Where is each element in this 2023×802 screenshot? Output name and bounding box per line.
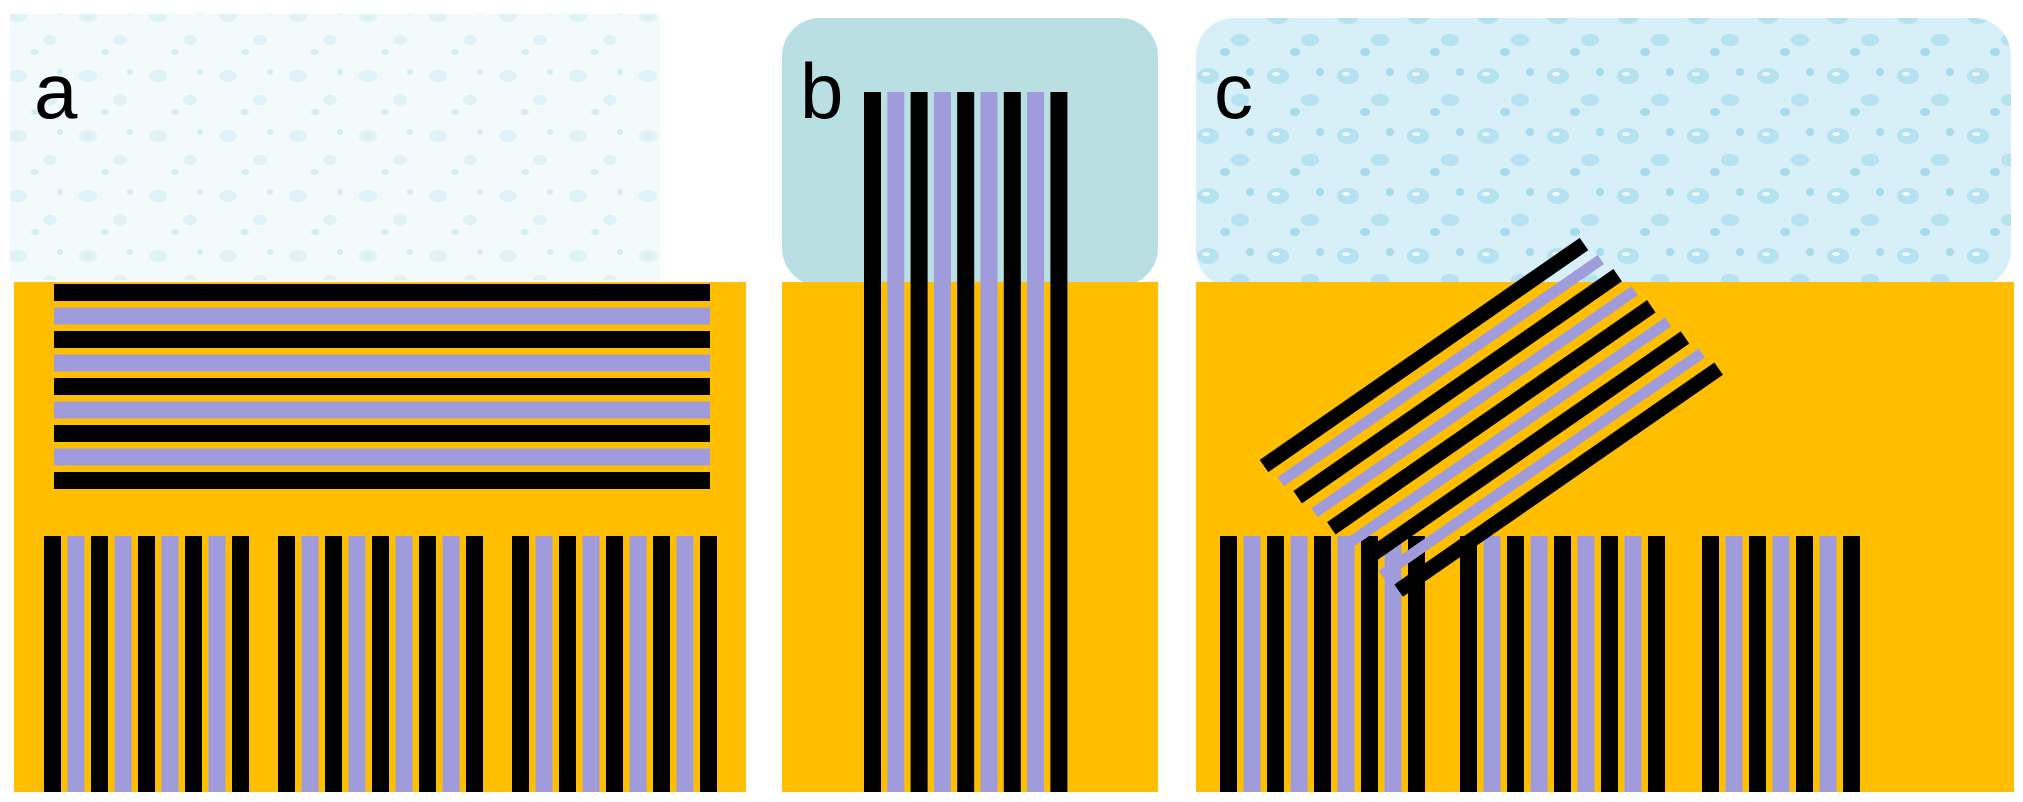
- black-layer: [910, 92, 928, 792]
- purple-layer: [980, 92, 998, 792]
- black-layer: [1796, 536, 1813, 792]
- vertical-lamellae: [1220, 536, 1860, 792]
- panel-label-a: a: [34, 47, 78, 135]
- black-layer: [54, 472, 710, 489]
- purple-layer: [933, 92, 951, 792]
- purple-layer: [1243, 536, 1261, 792]
- black-layer: [1702, 536, 1719, 792]
- black-layer: [419, 536, 436, 792]
- purple-layer: [301, 536, 319, 792]
- black-layer: [700, 536, 717, 792]
- black-layer: [91, 536, 108, 792]
- black-layer: [559, 536, 576, 792]
- black-layer: [1361, 536, 1378, 792]
- purple-layer: [629, 536, 647, 792]
- purple-layer: [1277, 255, 1604, 487]
- black-layer: [1293, 268, 1622, 504]
- purple-layer: [348, 536, 366, 792]
- black-layer: [54, 284, 710, 301]
- purple-layer: [1345, 317, 1672, 549]
- purple-layer: [1819, 536, 1837, 792]
- black-layer: [54, 378, 710, 395]
- black-layer: [1749, 536, 1766, 792]
- purple-layer: [1311, 286, 1638, 518]
- black-layer: [1408, 536, 1425, 792]
- panel-label-b: b: [800, 47, 843, 135]
- black-layer: [185, 536, 202, 792]
- purple-layer: [1378, 348, 1705, 580]
- black-layer: [1267, 536, 1284, 792]
- purple-layer: [114, 536, 132, 792]
- black-layer: [606, 536, 623, 792]
- purple-layer: [54, 307, 710, 325]
- black-layer: [138, 536, 155, 792]
- purple-layer: [887, 92, 905, 792]
- purple-layer: [161, 536, 179, 792]
- black-layer: [325, 536, 342, 792]
- purple-layer: [1530, 536, 1548, 792]
- purple-layer: [1290, 536, 1308, 792]
- purple-layer: [67, 536, 85, 792]
- purple-layer: [1384, 536, 1402, 792]
- vertical-lamellae: [44, 536, 717, 792]
- purple-layer: [1772, 536, 1790, 792]
- panel-b: b: [782, 18, 1158, 792]
- purple-layer: [54, 448, 710, 466]
- black-layer: [1460, 536, 1477, 792]
- black-layer: [1050, 92, 1068, 792]
- black-layer: [278, 536, 295, 792]
- purple-layer: [1624, 536, 1642, 792]
- purple-layer: [1027, 92, 1045, 792]
- black-layer: [957, 92, 975, 792]
- black-layer: [864, 92, 881, 792]
- purple-layer: [1483, 536, 1501, 792]
- black-layer: [1003, 92, 1021, 792]
- panel-label-c: c: [1214, 47, 1253, 135]
- black-layer: [1314, 536, 1331, 792]
- purple-layer: [208, 536, 226, 792]
- black-layer: [1843, 536, 1860, 792]
- purple-layer: [54, 354, 710, 372]
- black-layer: [1360, 331, 1690, 566]
- black-layer: [1648, 536, 1665, 792]
- black-layer: [54, 331, 710, 348]
- water-droplet-texture-icon: [10, 14, 660, 280]
- black-layer: [653, 536, 670, 792]
- tilted-lamellae: [1259, 237, 1723, 597]
- purple-layer: [442, 536, 460, 792]
- black-layer: [1394, 362, 1723, 597]
- black-layer: [512, 536, 529, 792]
- black-layer: [1327, 300, 1656, 535]
- purple-layer: [582, 536, 600, 792]
- horizontal-lamellae: [54, 284, 710, 489]
- purple-layer: [54, 401, 710, 419]
- purple-layer: [1725, 536, 1743, 792]
- black-layer: [232, 536, 249, 792]
- purple-layer: [1577, 536, 1595, 792]
- purple-layer: [1337, 536, 1355, 792]
- black-layer: [54, 425, 710, 442]
- black-layer: [1601, 536, 1618, 792]
- vertical-lamellae: [864, 92, 1068, 792]
- black-layer: [1259, 237, 1589, 473]
- black-layer: [1554, 536, 1571, 792]
- panel-c: c: [1196, 18, 2014, 792]
- black-layer: [1220, 536, 1237, 792]
- water-droplet-texture-icon: [1196, 18, 2011, 288]
- black-layer: [466, 536, 483, 792]
- black-layer: [1507, 536, 1524, 792]
- panel-a: a: [10, 14, 746, 792]
- black-layer: [44, 536, 61, 792]
- purple-layer: [395, 536, 413, 792]
- black-layer: [372, 536, 389, 792]
- purple-layer: [676, 536, 694, 792]
- purple-layer: [535, 536, 553, 792]
